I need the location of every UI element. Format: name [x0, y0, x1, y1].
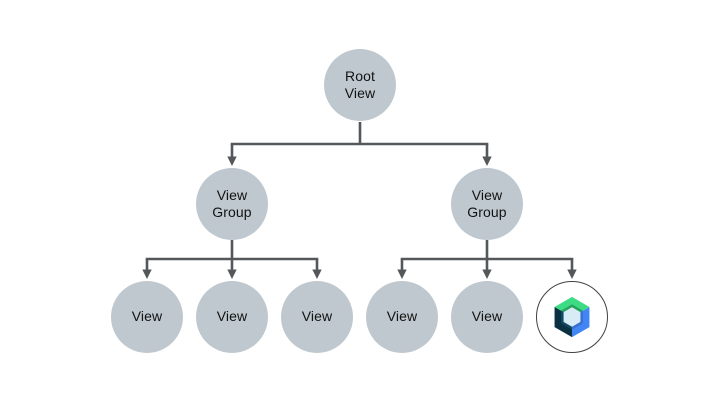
node-view-1-label: View [131, 308, 163, 325]
connector-strokes [145, 122, 574, 271]
arrowhead [227, 269, 237, 279]
arrowhead [227, 156, 237, 166]
arrowhead [397, 269, 407, 279]
node-view-group-1: View Group [196, 168, 268, 240]
node-view-group-2-label: View Group [467, 186, 507, 221]
node-view-group-1-label: View Group [212, 186, 252, 221]
node-view-group-2: View Group [451, 168, 523, 240]
node-view-5-label: View [471, 308, 503, 325]
node-view-2: View [196, 281, 268, 353]
node-view-4-label: View [386, 308, 418, 325]
node-view-4: View [366, 281, 438, 353]
node-view-3-label: View [301, 308, 333, 325]
node-view-5: View [451, 281, 523, 353]
arrowhead [482, 269, 492, 279]
node-view-1: View [111, 281, 183, 353]
node-root-view: Root View [324, 49, 396, 121]
arrowhead [142, 269, 152, 279]
node-compose-logo [536, 281, 608, 353]
arrowhead [567, 269, 577, 279]
node-view-2-label: View [216, 308, 248, 325]
compose-icon-center-hexagon [563, 307, 581, 327]
connector-arrowheads [142, 156, 577, 279]
arrowhead [312, 269, 322, 279]
jetpack-compose-icon [554, 296, 590, 338]
node-view-3: View [281, 281, 353, 353]
arrowhead [482, 156, 492, 166]
node-root-view-label: Root View [344, 67, 376, 102]
